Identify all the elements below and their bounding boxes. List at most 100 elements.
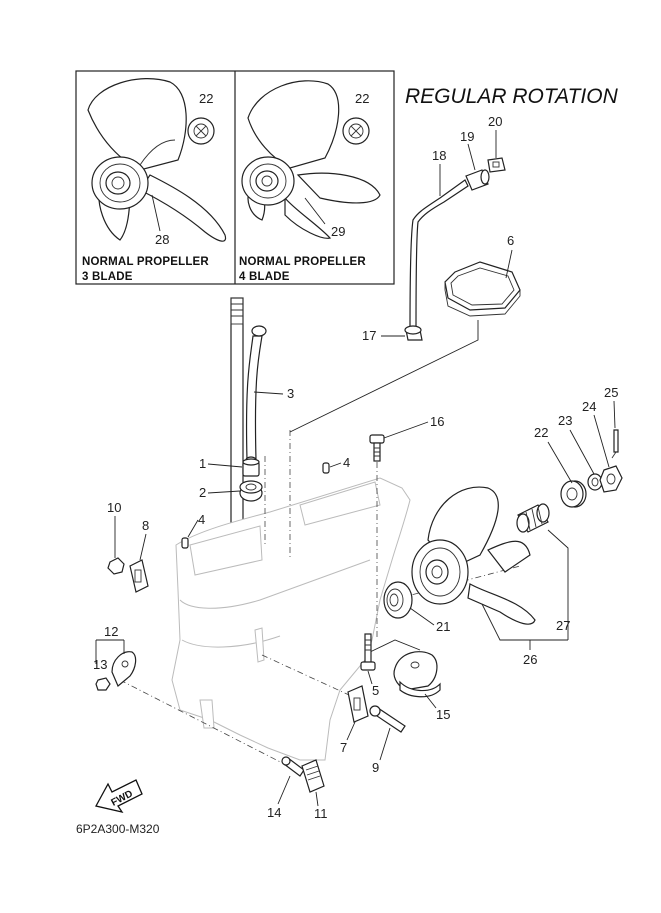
spline-washer-part-22: [560, 480, 587, 508]
diagram-code: 6P2A300-M320: [76, 822, 160, 836]
clip-part-20: [487, 157, 506, 173]
callout-22-main: 22: [534, 425, 548, 440]
inset-3blade-label-line2: 3 BLADE: [82, 271, 133, 283]
bolt-part-16: [369, 434, 385, 462]
callout-22-inset-4blade: 22: [355, 91, 369, 106]
screw-part-14: [281, 756, 305, 777]
callout-4-right: 4: [343, 455, 350, 470]
propeller-part-26: [411, 486, 536, 625]
propeller-4-blade-illustration: [241, 80, 381, 239]
leader-5: [367, 670, 373, 685]
inset-4blade-label-line2: 4 BLADE: [239, 271, 290, 283]
sleeve-part-19: [465, 169, 490, 191]
nut-part-10: [107, 557, 125, 575]
leader-24: [593, 414, 610, 468]
grommet-part-8: [129, 559, 149, 593]
screw-part-9: [369, 705, 406, 733]
forward-direction-arrow: FWD: [95, 779, 143, 814]
callout-5: 5: [372, 683, 379, 698]
callout-13: 13: [93, 657, 107, 672]
callout-25: 25: [604, 385, 618, 400]
leader-12-bracket: [95, 639, 124, 664]
spline-washer-3-blade: [187, 117, 215, 145]
leader-1: [207, 463, 243, 468]
nut-part-24: [599, 465, 623, 493]
spline-washer-4-blade: [342, 117, 370, 145]
callout-7: 7: [340, 740, 347, 755]
callout-27: 27: [556, 618, 570, 633]
leader-23: [569, 429, 595, 475]
callout-28: 28: [155, 232, 169, 247]
leader-15-bracket: [369, 639, 421, 653]
callout-23: 23: [558, 413, 572, 428]
drive-shaft: [230, 297, 244, 531]
callout-18: 18: [432, 148, 446, 163]
callout-8: 8: [142, 518, 149, 533]
dowel-pin-part-4a: [181, 537, 189, 549]
leader-16: [383, 421, 429, 439]
leader-14: [277, 775, 291, 805]
alignment-line-grommet7: [261, 654, 361, 701]
leader-6-to-case: [289, 320, 479, 433]
callout-4-left: 4: [198, 512, 205, 527]
leader-26-bracket: [481, 603, 568, 641]
gasket-part-6: [444, 261, 521, 317]
leader-7: [346, 721, 356, 741]
dowel-pin-part-4b: [322, 462, 330, 474]
anode-part-15: [393, 651, 441, 698]
leader-3: [253, 391, 284, 395]
washer-part-23: [587, 473, 603, 491]
callout-2: 2: [199, 485, 206, 500]
inset-3blade-label-line1: NORMAL PROPELLER: [82, 256, 209, 268]
bolt-part-5: [360, 633, 376, 671]
leader-28: [151, 194, 161, 232]
leader-29: [304, 197, 326, 225]
callout-20: 20: [488, 114, 502, 129]
collar-part-1: [242, 458, 260, 477]
callout-24: 24: [582, 399, 596, 414]
callout-12: 12: [104, 624, 118, 639]
leader-22: [547, 441, 573, 484]
callout-10: 10: [107, 500, 121, 515]
water-tube-part-18: [409, 179, 469, 331]
leader-11: [315, 791, 319, 807]
callout-1: 1: [199, 456, 206, 471]
leader-4-left: [187, 519, 199, 538]
leader-15: [424, 693, 437, 709]
leader-21: [409, 607, 435, 626]
callout-11: 11: [314, 806, 328, 821]
inset-4blade-label-line1: NORMAL PROPELLER: [239, 256, 366, 268]
grommet-part-17: [404, 325, 423, 341]
callout-17: 17: [362, 328, 376, 343]
leader-8: [139, 533, 147, 561]
callout-26: 26: [523, 652, 537, 667]
cotter-pin-part-25: [611, 429, 619, 459]
callout-6: 6: [507, 233, 514, 248]
spline-bushing-part-27: [516, 503, 550, 533]
callout-21: 21: [436, 619, 450, 634]
callout-29: 29: [331, 224, 345, 239]
leader-9: [379, 727, 391, 761]
inset-panel: 22 28 NORMAL PROPELLER 3 BLADE 22 29 NOR…: [75, 70, 395, 285]
leader-27: [547, 529, 569, 640]
grommet-part-7: [347, 685, 369, 723]
leader-2: [207, 490, 241, 494]
callout-3: 3: [287, 386, 294, 401]
nut-part-13: [95, 677, 111, 691]
cover-part-11: [301, 759, 325, 793]
callout-14: 14: [267, 805, 281, 820]
anode-part-12: [111, 651, 137, 687]
water-pipe-part-3: [245, 325, 267, 464]
lower-case-housing: [171, 477, 411, 761]
leader-19: [467, 143, 476, 171]
callout-22-inset-3blade: 22: [199, 91, 213, 106]
leader-4-right: [329, 462, 342, 468]
leader-25: [613, 400, 616, 429]
callout-16: 16: [430, 414, 444, 429]
seal-part-2: [239, 480, 263, 502]
callout-15: 15: [436, 707, 450, 722]
diagram-title: REGULAR ROTATION: [405, 85, 619, 108]
propeller-3-blade-illustration: [87, 78, 227, 242]
leader-6: [505, 249, 513, 279]
